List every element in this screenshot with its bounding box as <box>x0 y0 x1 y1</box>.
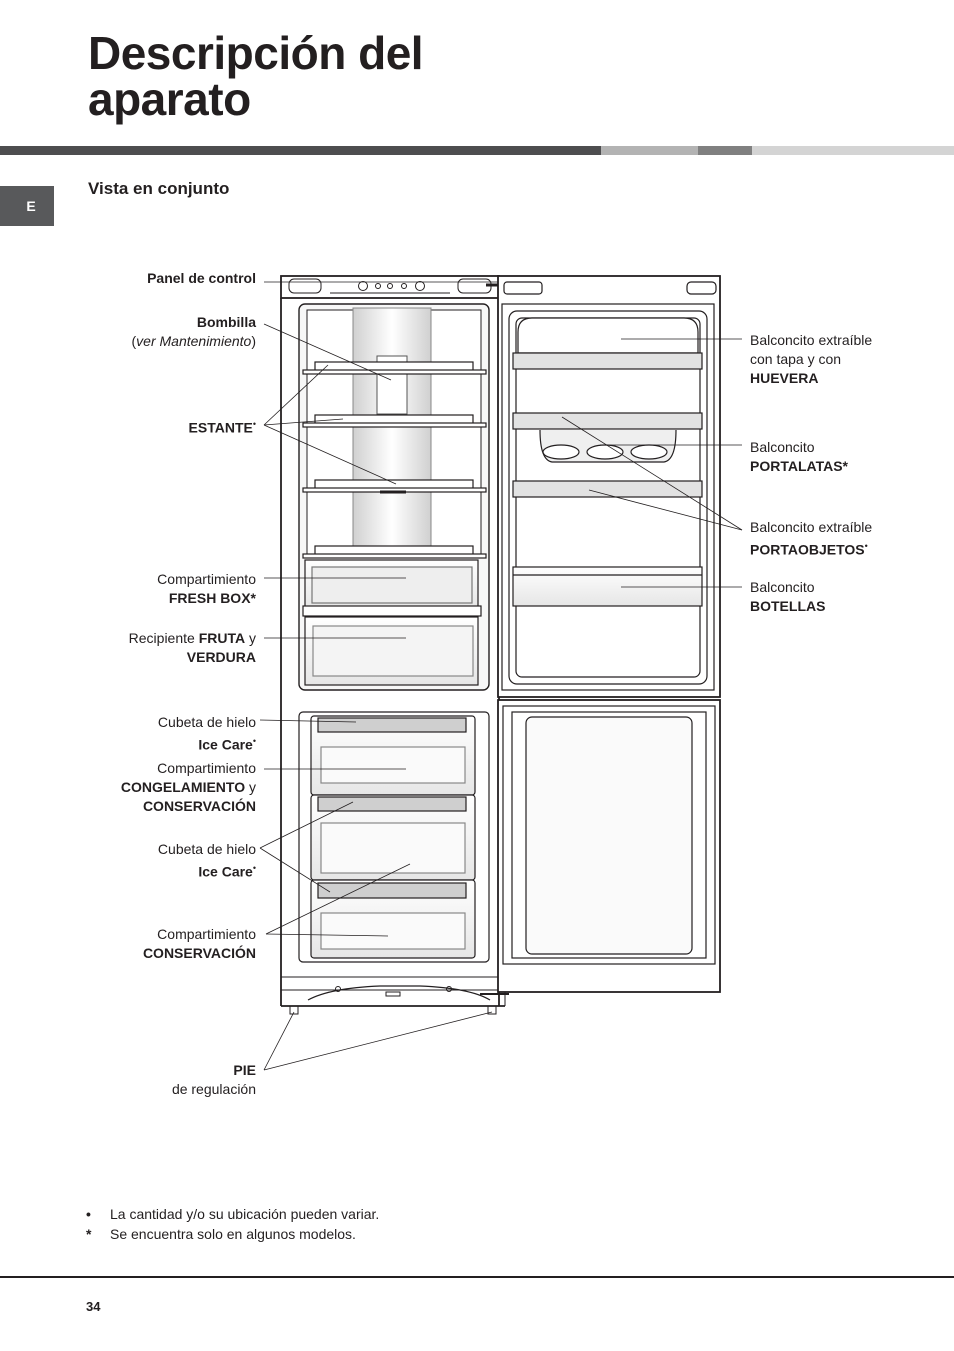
page-number: 34 <box>86 1299 101 1314</box>
label-shelf: ESTANTE• <box>188 419 256 436</box>
label-bulb: Bombilla(ver Mantenimiento) <box>131 314 256 349</box>
footnote-asterisk: *Se encuentra solo en algunos modelos. <box>86 1226 356 1242</box>
footer-rule <box>0 1276 954 1278</box>
title-line-1: Descripción del <box>88 27 424 79</box>
fresh-box-drawer <box>302 559 482 617</box>
footnote-bullet: •La cantidad y/o su ubicación pueden var… <box>86 1206 380 1222</box>
header-bar-segment <box>698 146 752 155</box>
footnotes: •La cantidad y/o su ubicación pueden var… <box>86 1204 379 1244</box>
control-knobs-icon <box>330 281 450 294</box>
page-title: Descripción del aparato <box>88 27 424 125</box>
header-bar-segment <box>0 146 601 155</box>
language-tab: E <box>0 186 54 226</box>
freezer-door <box>497 699 721 993</box>
fridge-door <box>497 275 721 698</box>
header-bar-segment <box>752 146 954 155</box>
title-line-2: aparato <box>88 73 251 125</box>
header-bar-segment <box>601 146 698 155</box>
leader-lines <box>259 281 743 1071</box>
fridge-shelves <box>302 361 487 559</box>
crisper-drawer <box>304 616 479 686</box>
header-bar <box>0 146 954 155</box>
freezer-drawers <box>310 715 476 959</box>
section-title: Vista en conjunto <box>88 179 230 198</box>
label-control-panel: Panel de control <box>147 270 256 286</box>
